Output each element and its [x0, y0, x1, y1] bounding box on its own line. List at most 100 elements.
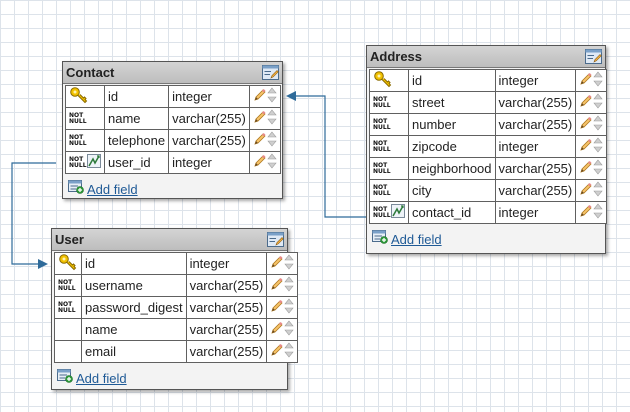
reorder-arrows-icon[interactable]: [284, 276, 294, 295]
field-name[interactable]: user_id: [103, 151, 170, 174]
field-name[interactable]: id: [81, 252, 187, 275]
field-type[interactable]: varchar(255): [168, 107, 250, 130]
field-type[interactable]: integer: [494, 201, 577, 224]
reorder-arrows-icon[interactable]: [593, 203, 603, 222]
field-type[interactable]: integer: [494, 135, 577, 158]
edit-field-pencil-icon[interactable]: [579, 94, 593, 111]
edit-field-pencil-icon[interactable]: [579, 160, 593, 177]
field-type[interactable]: varchar(255): [494, 91, 577, 114]
edit-field-pencil-icon[interactable]: [270, 255, 284, 272]
edit-field-pencil-icon[interactable]: [253, 132, 267, 149]
field-name[interactable]: telephone: [103, 129, 170, 152]
field-name[interactable]: number: [408, 113, 496, 136]
edit-field-pencil-icon[interactable]: [270, 321, 284, 338]
field-type[interactable]: integer: [494, 69, 577, 92]
field-name[interactable]: password_digest: [81, 296, 187, 319]
reorder-arrows-icon[interactable]: [593, 181, 603, 200]
user-add-field-link[interactable]: Add field: [57, 368, 287, 386]
reorder-arrows-icon[interactable]: [593, 71, 603, 90]
edit-field-pencil-icon[interactable]: [579, 138, 593, 155]
add-field-icon: [68, 179, 84, 199]
edit-field-pencil-icon[interactable]: [579, 72, 593, 89]
reorder-arrows-icon[interactable]: [284, 254, 294, 273]
field-type[interactable]: integer: [168, 151, 250, 174]
foreign-key-icon: [391, 204, 405, 221]
field-type[interactable]: varchar(255): [185, 318, 268, 341]
edit-field-pencil-icon[interactable]: [253, 110, 267, 127]
foreign-key-icon: [87, 154, 101, 171]
reorder-arrows-icon[interactable]: [267, 87, 277, 106]
reorder-arrows-icon[interactable]: [593, 93, 603, 112]
edit-table-icon[interactable]: [262, 65, 279, 80]
field-type[interactable]: varchar(255): [494, 113, 577, 136]
edit-field-pencil-icon[interactable]: [253, 88, 267, 105]
edit-field-pencil-icon[interactable]: [270, 299, 284, 316]
reorder-arrows-icon[interactable]: [267, 153, 277, 172]
address-add-field-link[interactable]: Add field: [372, 229, 605, 247]
reorder-arrows-icon[interactable]: [267, 109, 277, 128]
reorder-arrows-icon[interactable]: [284, 342, 294, 361]
reorder-arrows-icon[interactable]: [284, 298, 294, 317]
edit-field-pencil-icon[interactable]: [579, 116, 593, 133]
edit-field-pencil-icon[interactable]: [579, 204, 593, 221]
field-key-cell: [54, 318, 82, 341]
contact-entity-header[interactable]: Contact: [63, 62, 282, 84]
edit-field-pencil-icon[interactable]: [253, 154, 267, 171]
field-type[interactable]: varchar(255): [494, 157, 577, 180]
field-name[interactable]: email: [81, 340, 187, 363]
contact-add-field-link[interactable]: Add field: [68, 179, 282, 199]
field-name[interactable]: name: [103, 107, 170, 130]
field-name[interactable]: street: [408, 91, 496, 114]
reorder-arrows-icon[interactable]: [593, 115, 603, 134]
reorder-arrows-icon[interactable]: [284, 320, 294, 339]
field-name[interactable]: city: [408, 179, 496, 202]
edit-field-pencil-icon[interactable]: [270, 343, 284, 360]
field-type[interactable]: varchar(255): [185, 296, 268, 319]
field-type[interactable]: varchar(255): [185, 340, 268, 363]
field-type[interactable]: varchar(255): [168, 129, 250, 152]
edit-table-icon[interactable]: [267, 232, 284, 247]
field-name[interactable]: zipcode: [408, 135, 496, 158]
field-name[interactable]: username: [81, 274, 187, 297]
field-type[interactable]: integer: [185, 252, 268, 275]
reorder-arrows-icon[interactable]: [267, 131, 277, 150]
edit-table-icon[interactable]: [585, 49, 602, 64]
reorder-arrows-icon[interactable]: [593, 137, 603, 156]
field-name[interactable]: name: [81, 318, 187, 341]
field-type[interactable]: varchar(255): [185, 274, 268, 297]
field-name[interactable]: contact_id: [408, 201, 496, 224]
field-name[interactable]: neighborhood: [408, 157, 496, 180]
field-type[interactable]: integer: [168, 85, 250, 108]
field-name[interactable]: id: [408, 69, 496, 92]
user-entity-header[interactable]: User: [52, 229, 287, 251]
field-type[interactable]: varchar(255): [494, 179, 577, 202]
reorder-arrows-icon[interactable]: [593, 159, 603, 178]
edit-field-pencil-icon[interactable]: [270, 277, 284, 294]
address-entity-header[interactable]: Address: [367, 46, 605, 68]
field-name[interactable]: id: [103, 85, 170, 108]
edit-field-pencil-icon[interactable]: [579, 182, 593, 199]
